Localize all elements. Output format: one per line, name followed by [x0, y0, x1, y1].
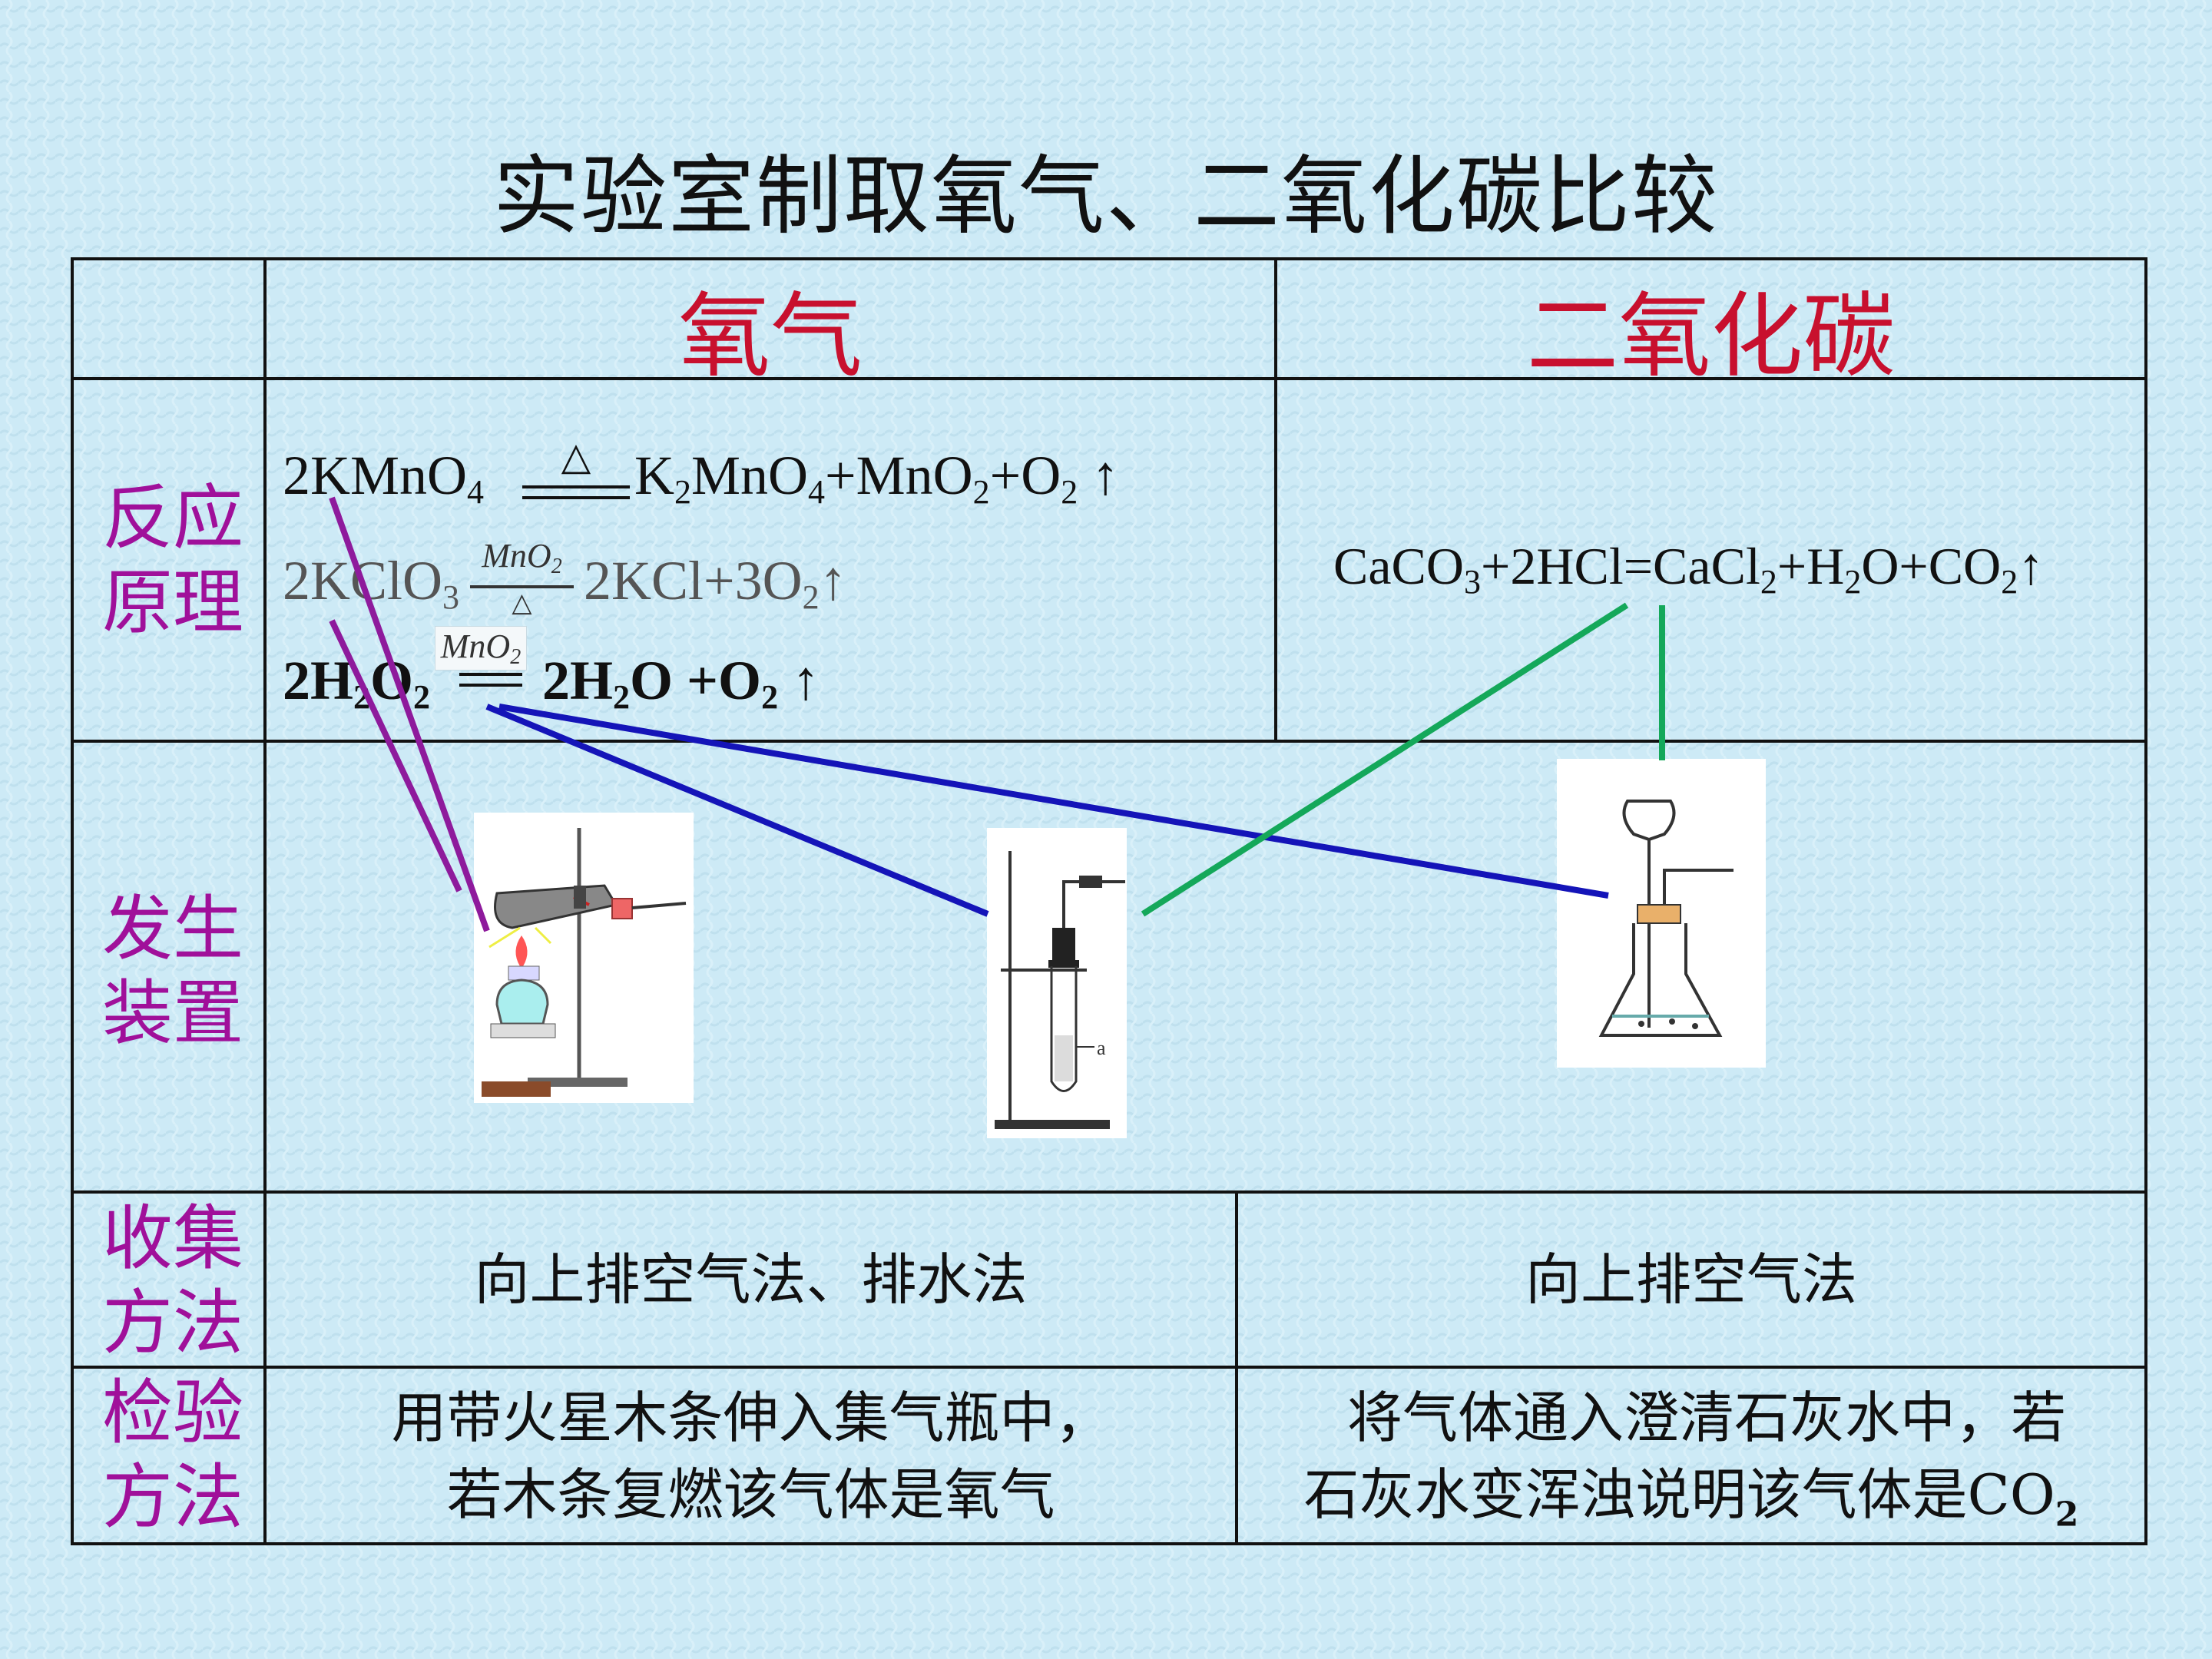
row-label-line: 发生	[101, 888, 243, 970]
row-label-line: 装置	[101, 972, 243, 1055]
header-carbon-dioxide: 二氧化碳	[1526, 283, 1896, 390]
row-label-line: 方法	[101, 1282, 243, 1364]
eq-text: ↑	[1078, 445, 1120, 506]
eq-text: K	[634, 445, 674, 506]
eq-text: ↑	[2018, 537, 2045, 595]
eq-text: 2KCl+3O	[584, 550, 803, 611]
eq-text: +MnO	[825, 445, 973, 506]
eq-text: O +O	[630, 650, 762, 711]
eq-sub: 2	[972, 473, 990, 511]
test-co2-text: 石灰水变浑浊说明该气体是CO	[1303, 1462, 2055, 1527]
connector-h2o2-to-flask	[498, 704, 1609, 899]
header-oxygen: 氧气	[678, 283, 863, 390]
eq-sub: 2	[2055, 1495, 2079, 1535]
row-label-line: 收集	[101, 1197, 243, 1280]
fraction-bar	[470, 585, 574, 588]
condition-heat: △	[512, 588, 532, 618]
test-co2-line: 石灰水变浑浊说明该气体是CO2	[1237, 1456, 2146, 1553]
eq-text: ↑	[819, 550, 847, 611]
eq-text: ↑	[778, 650, 820, 711]
double-bar-sign	[522, 485, 630, 499]
test-co2: 将气体通入澄清石灰水中，若 石灰水变浑浊说明该气体是CO2	[1237, 1379, 2146, 1553]
apparatus-conical-flask-with-funnel	[1557, 759, 1766, 1068]
row-label-line: 反应	[101, 477, 243, 559]
eq-text: CaCO	[1333, 537, 1464, 595]
page-title: 实验室制取氧气、二氧化碳比较	[493, 147, 1719, 247]
double-bar-sign	[459, 673, 522, 687]
eq-text: MnO	[482, 537, 551, 575]
eq-text: 2H	[542, 650, 614, 711]
eq-sub: 3	[442, 578, 460, 616]
equation-kclo3-products: 2KCl+3O2↑	[584, 549, 847, 617]
eq-sub: 2	[761, 678, 779, 716]
condition-catalyst-h2o2: MnO2	[435, 626, 527, 671]
connector-kmno4-to-heated-tube	[329, 496, 490, 932]
condition-catalyst-kclo3: MnO2	[470, 536, 574, 579]
row-label-line: 原理	[101, 561, 243, 644]
test-oxygen-line: 用带火星木条伸入集气瓶中，	[391, 1386, 1111, 1450]
connector-h2o2-to-test-tube	[485, 704, 989, 917]
eq-text: MnO	[691, 445, 809, 506]
eq-sub: 2	[613, 678, 631, 716]
equation-kmno4: 2KMnO4	[283, 444, 484, 512]
test-oxygen: 用带火星木条伸入集气瓶中， 若木条复燃该气体是氧气	[265, 1379, 1237, 1533]
eq-sub: 2	[2001, 563, 2018, 601]
collection-co2: 向上排空气法	[1525, 1247, 1857, 1312]
eq-sub: 2	[413, 678, 431, 716]
test-co2-line: 将气体通入澄清石灰水中，若	[1346, 1386, 2066, 1450]
eq-sub: 2	[1061, 473, 1078, 511]
eq-text: +O	[989, 445, 1061, 506]
label-a: a	[1097, 1037, 1106, 1059]
row-label-collection: 收集 方法	[77, 1197, 269, 1366]
equation-h2o2-products: 2H2O +O2 ↑	[542, 649, 820, 717]
row-label-line: 方法	[101, 1456, 243, 1538]
condition-heat: △	[561, 434, 591, 478]
eq-sub: 3	[1464, 563, 1481, 601]
row-label-line: 检验	[101, 1372, 243, 1454]
eq-text: O+CO	[1861, 537, 2002, 595]
row-label-apparatus: 发生 装置	[77, 887, 269, 1056]
connector-kclo3-to-heated-tube	[329, 619, 462, 892]
connector-caco3-to-test-tube	[1141, 602, 1629, 917]
equation-kmno4-products: K2MnO4+MnO2+O2 ↑	[634, 444, 1119, 512]
eq-sub: 4	[808, 473, 826, 511]
eq-text: +2HCl=CaCl	[1481, 537, 1760, 595]
apparatus-heated-test-tube	[474, 813, 694, 1103]
eq-text: MnO	[440, 628, 511, 665]
eq-text: 2H	[283, 650, 354, 711]
eq-sub: 2	[802, 578, 820, 616]
eq-sub: 2	[1844, 563, 1862, 601]
row-label-test: 检验 方法	[77, 1371, 269, 1540]
apparatus-test-tube-with-stopper: a	[987, 828, 1127, 1138]
eq-sub: 4	[467, 473, 485, 511]
eq-text: +H	[1777, 537, 1845, 595]
eq-text: 2KMnO	[283, 445, 468, 506]
collection-oxygen: 向上排空气法、排水法	[474, 1247, 1028, 1312]
eq-sub: 2	[551, 555, 562, 578]
test-oxygen-line: 若木条复燃该气体是氧气	[446, 1462, 1055, 1527]
eq-sub: 2	[1760, 563, 1777, 601]
row-label-principle: 反应 原理	[77, 476, 269, 645]
eq-sub: 2	[510, 645, 522, 669]
equation-caco3: CaCO3+2HCl=CaCl2+H2O+CO2↑	[1333, 536, 2044, 601]
eq-sub: 2	[674, 473, 691, 511]
